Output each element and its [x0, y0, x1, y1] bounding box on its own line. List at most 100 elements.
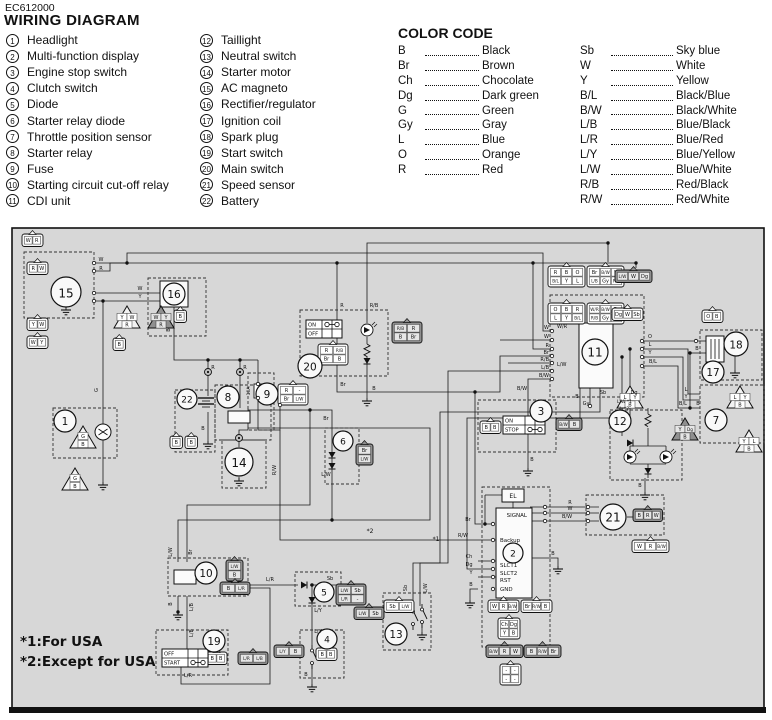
svg-text:B: B — [638, 513, 642, 519]
svg-text:L/B: L/B — [189, 602, 195, 610]
svg-text:B: B — [321, 652, 325, 658]
svg-text:Y: Y — [564, 279, 569, 285]
svg-text:R/B: R/B — [336, 348, 343, 353]
svg-text:11: 11 — [587, 346, 602, 360]
legend-item-label: AC magneto — [221, 81, 288, 96]
color-code-name: Orange — [482, 149, 521, 162]
legend-item-number: 6 — [6, 114, 19, 128]
color-code-abbrev: R/W — [580, 193, 603, 206]
svg-text:W: W — [138, 286, 143, 292]
svg-text:Y: Y — [119, 315, 124, 321]
svg-text:R: R — [159, 322, 163, 328]
svg-text:L/W: L/W — [168, 547, 174, 556]
color-code-name: Green — [482, 104, 514, 117]
svg-text:B: B — [372, 386, 376, 392]
svg-text:L/B: L/B — [541, 365, 549, 371]
color-code-name: White — [676, 59, 706, 72]
svg-text:Ch: Ch — [466, 554, 473, 560]
dotted-leader — [611, 59, 673, 71]
svg-text:R: R — [285, 388, 289, 394]
svg-text:R: R — [32, 266, 36, 272]
color-code-name: Blue/White — [676, 164, 732, 177]
dotted-leader — [611, 44, 673, 56]
svg-text:5: 5 — [321, 589, 327, 599]
svg-text:R: R — [503, 649, 507, 655]
svg-text:R/B: R/B — [397, 326, 404, 331]
svg-text:19: 19 — [207, 636, 220, 648]
dotted-leader — [611, 178, 673, 190]
legend-item-label: Starting circuit cut-off relay — [27, 177, 169, 192]
svg-text:B: B — [219, 656, 223, 662]
dotted-leader — [425, 89, 479, 101]
svg-text:B/W: B/W — [657, 544, 665, 549]
svg-text:B: B — [211, 656, 215, 662]
svg-text:W: W — [568, 506, 573, 512]
svg-text:B: B — [575, 394, 579, 400]
color-code-abbrev: Ch — [398, 74, 413, 87]
svg-text:B/L: B/L — [649, 359, 657, 365]
svg-text:13: 13 — [389, 629, 402, 641]
svg-text:W: W — [631, 274, 636, 280]
svg-text:OFF: OFF — [164, 652, 174, 658]
svg-text:G: G — [94, 388, 100, 392]
svg-text:OFF: OFF — [308, 332, 318, 338]
svg-text:L/W: L/W — [619, 274, 627, 279]
svg-text:B: B — [544, 604, 548, 610]
svg-text:B: B — [469, 582, 473, 588]
svg-text:G: G — [73, 476, 77, 482]
svg-text:Br: Br — [525, 604, 531, 610]
svg-text:B/L: B/L — [552, 279, 559, 284]
svg-text:B: B — [551, 551, 555, 557]
svg-text:-: - — [514, 668, 516, 674]
svg-text:1: 1 — [62, 416, 69, 428]
svg-text:B: B — [175, 440, 179, 446]
color-code-name: Blue/Yellow — [676, 149, 736, 162]
color-code-abbrev: L/Y — [580, 149, 598, 162]
color-code-abbrev: O — [398, 149, 407, 162]
svg-text:*1:For USA: *1:For USA — [20, 634, 103, 650]
svg-text:L/W: L/W — [341, 588, 349, 593]
svg-text:B/W: B/W — [562, 514, 572, 520]
color-code-abbrev: W — [580, 59, 591, 72]
svg-text:B: B — [715, 314, 719, 320]
svg-text:L/W: L/W — [359, 611, 367, 616]
color-code-abbrev: Gy — [398, 119, 413, 132]
svg-text:Y: Y — [137, 294, 142, 300]
svg-text:20: 20 — [303, 361, 316, 373]
svg-text:Dg: Dg — [687, 427, 693, 432]
svg-text:6: 6 — [340, 438, 346, 448]
svg-text:R/W: R/W — [272, 465, 278, 475]
svg-text:B: B — [565, 307, 569, 313]
color-code-name: Brown — [482, 59, 515, 72]
svg-text:L: L — [685, 387, 688, 393]
svg-text:START: START — [164, 661, 181, 667]
svg-text:W: W — [513, 649, 518, 655]
svg-text:B: B — [118, 342, 122, 348]
svg-text:B: B — [233, 573, 237, 579]
svg-text:R: R — [412, 326, 416, 332]
legend-item-label: CDI unit — [27, 193, 71, 208]
svg-text:B: B — [573, 422, 577, 428]
legend-item-number: 7 — [6, 130, 19, 144]
svg-text:B/W: B/W — [539, 373, 549, 379]
svg-text:SIGNAL: SIGNAL — [507, 513, 528, 519]
dotted-leader — [611, 163, 673, 176]
